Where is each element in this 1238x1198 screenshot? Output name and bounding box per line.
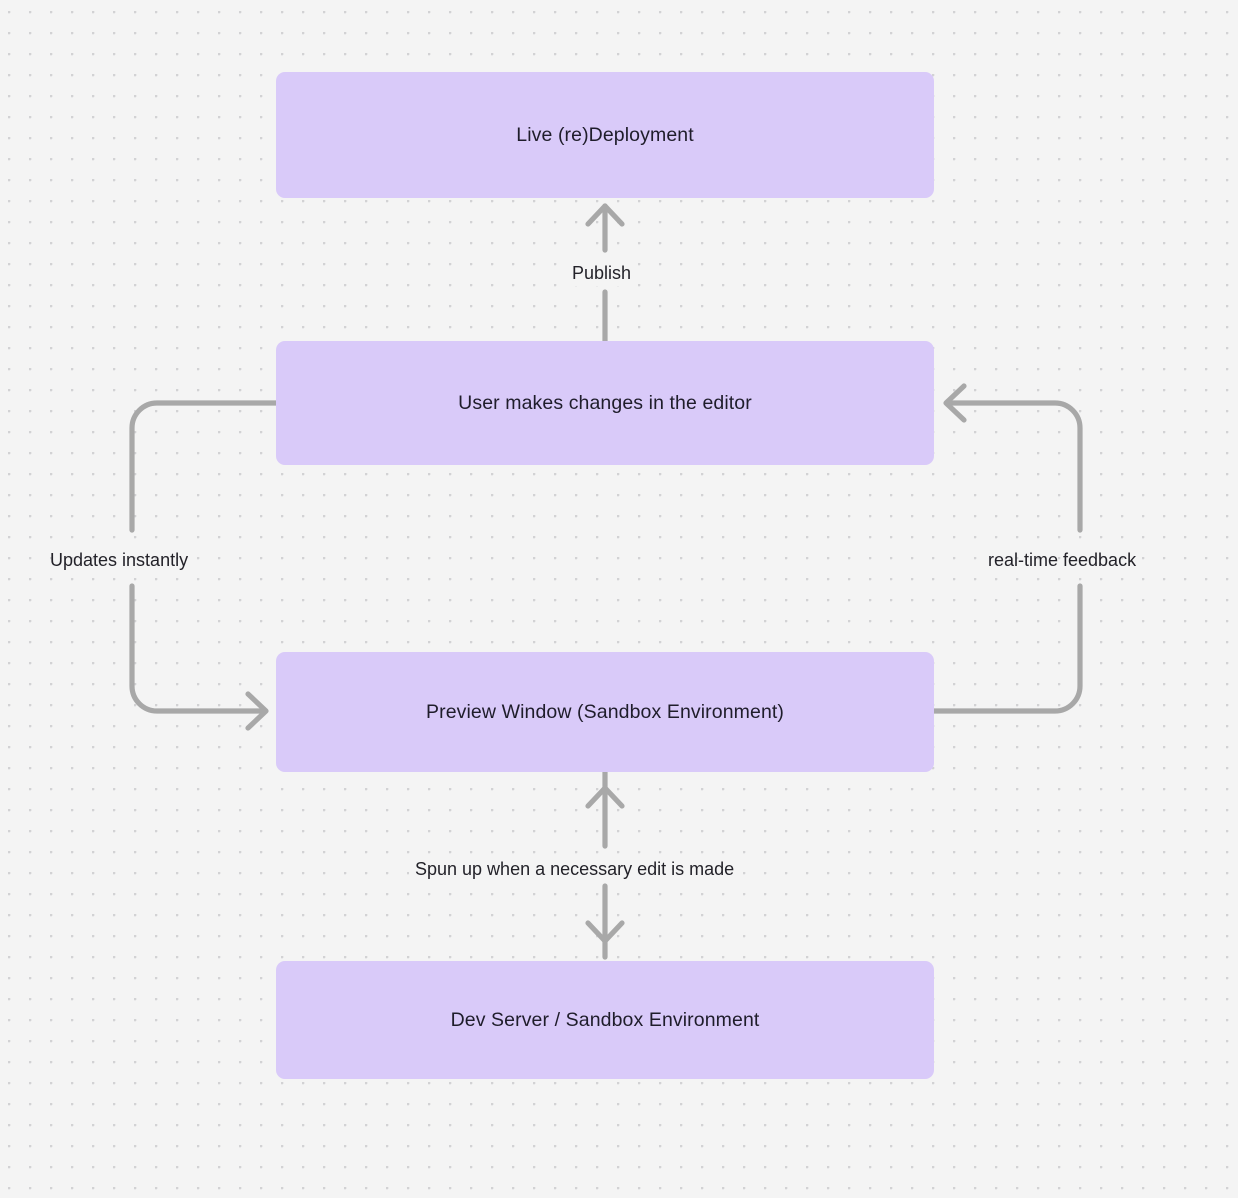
node-live-redeployment[interactable]: Live (re)Deployment bbox=[276, 72, 934, 198]
arrowhead-right bbox=[245, 691, 269, 731]
edge-label-spun-up-when-edit: Spun up when a necessary edit is made bbox=[409, 856, 741, 882]
node-dev-server-label: Dev Server / Sandbox Environment bbox=[450, 1008, 760, 1031]
edge-label-real-time-feedback: real-time feedback bbox=[988, 550, 1137, 570]
node-live-redeployment-label: Live (re)Deployment bbox=[516, 123, 694, 146]
node-preview-window[interactable]: Preview Window (Sandbox Environment) bbox=[276, 652, 934, 772]
edge-label-updates-instantly: Updates instantly bbox=[50, 550, 189, 570]
node-preview-window-label: Preview Window (Sandbox Environment) bbox=[426, 700, 784, 723]
node-dev-server[interactable]: Dev Server / Sandbox Environment bbox=[276, 961, 934, 1079]
arrowhead-down bbox=[585, 920, 625, 944]
node-user-makes-changes[interactable]: User makes changes in the editor bbox=[276, 341, 934, 465]
edge-label-publish: Publish bbox=[566, 260, 638, 286]
arrowhead-left bbox=[943, 383, 967, 423]
arrowhead-up-2 bbox=[585, 785, 625, 809]
node-user-makes-changes-label: User makes changes in the editor bbox=[458, 391, 752, 414]
arrowhead-up bbox=[585, 203, 625, 227]
